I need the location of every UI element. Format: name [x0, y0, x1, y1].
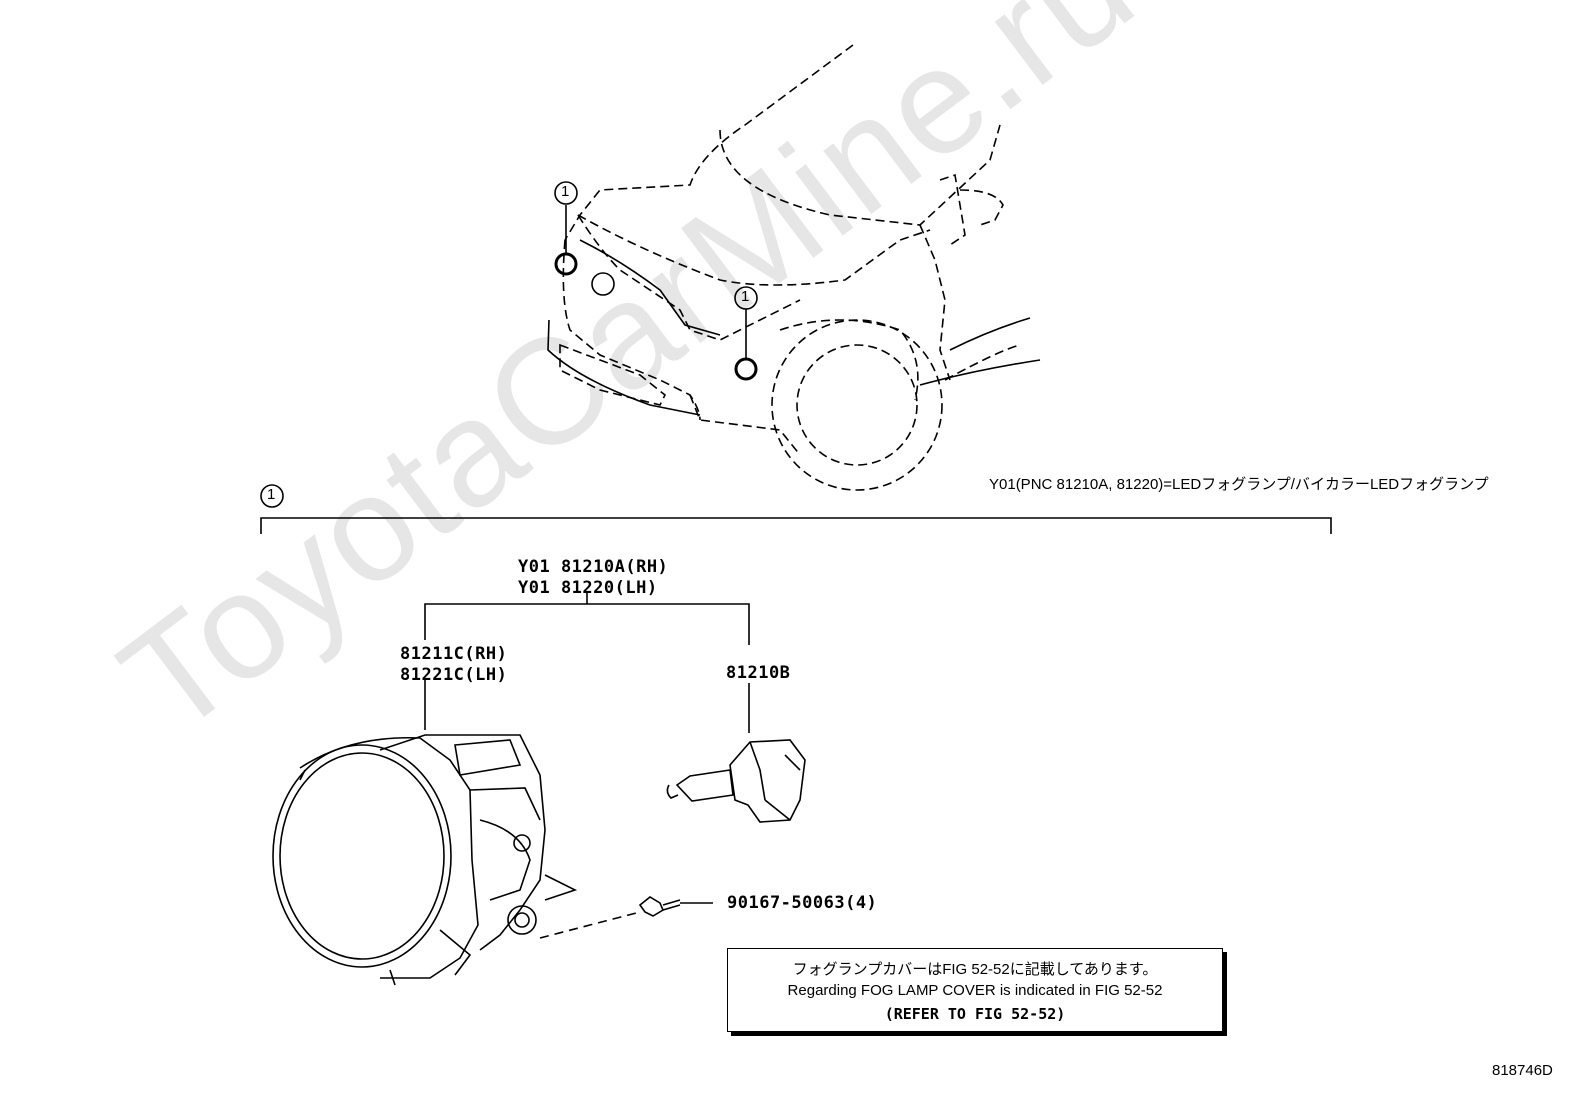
callout-number-group: 1: [267, 486, 276, 503]
fog-lamp-location-lh: [734, 357, 758, 381]
callout-number-lh: 1: [741, 288, 750, 305]
screw-part-number: 90167-50063(4): [727, 893, 878, 913]
screw-drawing: [539, 896, 713, 939]
note-box: フォグランプカバーはFIG 52-52に記載してあります。 Regarding …: [727, 948, 1223, 1032]
housing-part-rh: 81211C(RH): [400, 644, 508, 664]
variant-legend: Y01(PNC 81210A, 81220)=LEDフォグランプ/バイカラーLE…: [989, 476, 1489, 493]
fog-bulb-drawing: [666, 739, 806, 823]
vehicle-outline: [562, 44, 1021, 456]
assembly-part-lh: Y01 81220(LH): [518, 578, 658, 598]
bulb-part-number: 81210B: [726, 663, 791, 683]
assembly-part-rh: Y01 81210A(RH): [518, 557, 669, 577]
group-bracket: [260, 517, 1332, 534]
note-jp: フォグランプカバーはFIG 52-52に記載してあります。: [792, 961, 1158, 978]
housing-part-lh: 81221C(LH): [400, 665, 508, 685]
callout-number-rh: 1: [561, 183, 570, 200]
headlamp-marker: [591, 272, 615, 296]
front-wheel: [771, 319, 943, 491]
note-ref: (REFER TO FIG 52-52): [884, 1005, 1066, 1023]
note-en: Regarding FOG LAMP COVER is indicated in…: [787, 982, 1163, 999]
fog-lamp-housing-drawing: [272, 734, 578, 986]
callout-circle: [260, 484, 284, 508]
bumper-lines: [547, 239, 1041, 416]
fog-lamp-location-rh: [554, 252, 578, 276]
figure-id: 818746D: [1492, 1062, 1553, 1079]
